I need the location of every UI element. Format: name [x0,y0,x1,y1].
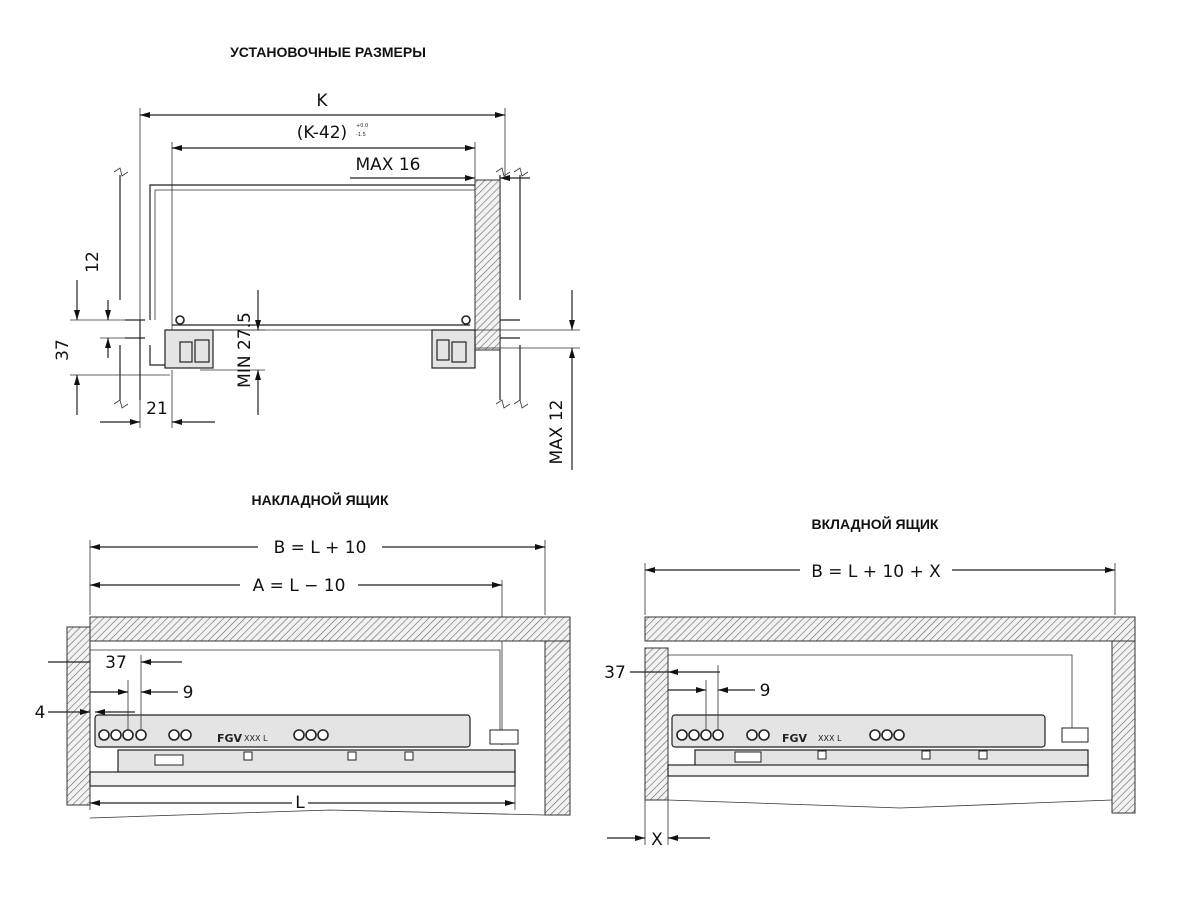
brand-logo: FGV [782,732,808,745]
dimension-4-label: 4 [35,703,46,723]
brand-logo: FGV [217,732,243,745]
installation-title: УСТАНОВОЧНЫЕ РАЗМЕРЫ [230,44,426,60]
dimension-k42-label: (K-42) [297,123,347,143]
dimension-max12-label: MAX 12 [547,400,567,465]
runner-right [431,315,476,369]
drawer-front [66,626,91,806]
drawer-front-panel [474,179,501,351]
dimension-9-label: 9 [183,683,194,703]
drawer-box-outline [149,184,475,320]
dimension-x-label: X [651,830,663,850]
overlay-drawer-view: НАКЛАДНОЙ ЯЩИК B = L + 10 A = L − 10 FGV… [35,491,571,819]
cabinet-top [89,616,571,642]
tolerance-upper: +0.0 [356,123,368,129]
dimension-min275-label: MIN 27.5 [235,312,255,388]
cabinet-side [544,640,571,816]
drawer-side [671,714,1046,748]
cabinet-right-wall [499,175,521,400]
dimension-37-label: 37 [53,339,73,361]
dimension-max16-label: MAX 16 [356,155,421,175]
dimension-l-label: L [295,793,305,813]
dimension-b-label: B = L + 10 [274,538,367,558]
runner-marking: XXX L [818,734,842,743]
drawer-side [94,714,471,748]
dimension-37-label: 37 [604,663,626,683]
dimension-9-label: 9 [760,681,771,701]
tolerance-lower: -1.5 [356,132,366,138]
dimension-12-label: 12 [83,251,103,273]
cabinet-side [1111,640,1136,814]
cabinet-top [644,616,1136,642]
overlay-drawer-title: НАКЛАДНОЙ ЯЩИК [251,491,389,508]
installation-view: УСТАНОВОЧНЫЕ РАЗМЕРЫ K (K-42) +0.0 -1.5 … [53,44,580,470]
inset-drawer-title: ВКЛАДНОЙ ЯЩИК [812,515,939,532]
runner-left [164,315,214,369]
runner-marking: XXX L [244,734,268,743]
dimension-a-label: A = L − 10 [253,576,346,596]
dimension-b-label: B = L + 10 + X [811,562,941,582]
cabinet-left-wall [119,175,141,400]
dimension-37-label: 37 [105,653,127,673]
inset-drawer-view: ВКЛАДНОЙ ЯЩИК B = L + 10 + X FGV XXX L 3… [604,515,1136,850]
dimension-k-label: K [316,91,328,111]
drawer-front [644,647,669,801]
mounting-holes [676,729,905,741]
dimension-21-label: 21 [146,399,168,419]
